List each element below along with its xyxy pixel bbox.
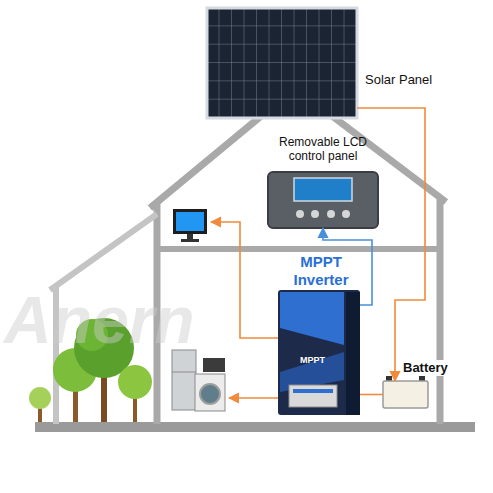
inverter-body <box>278 290 360 415</box>
inverter-terminals <box>289 385 337 407</box>
lcd-button <box>327 210 335 218</box>
inverter-terminal-strip <box>293 389 333 393</box>
ground-bar <box>35 422 475 432</box>
microwave <box>203 358 225 372</box>
monitor-stand <box>187 234 193 239</box>
fridge <box>172 350 196 410</box>
battery-wire <box>360 394 383 396</box>
lcd-button <box>296 210 304 218</box>
lcd-panel-node: Removable LCD control panel <box>268 172 378 228</box>
device-marking: MPPT <box>300 355 325 365</box>
lcd-panel <box>268 172 378 228</box>
lcd-screen <box>294 178 352 201</box>
monitor-screen <box>176 212 204 231</box>
load-wire <box>211 222 278 338</box>
solar-panel-node: Solar Panel <box>207 8 357 118</box>
load-wire <box>229 397 278 399</box>
washing-machine <box>195 374 225 411</box>
battery-body <box>383 381 428 408</box>
house-wall <box>437 197 444 424</box>
washer-door <box>200 384 220 404</box>
watermark: Anern <box>4 282 195 358</box>
inverter-node: MPPT Inverter <box>278 290 360 415</box>
lcd-button <box>311 210 319 218</box>
tree-crown <box>118 365 152 399</box>
monitor-frame <box>173 209 207 234</box>
monitor-base <box>181 239 199 242</box>
node-heading: Removable LCD control panel <box>268 135 378 164</box>
inverter-side <box>346 292 360 415</box>
solar-panel <box>207 8 357 118</box>
house-floor <box>157 246 440 252</box>
fridge-door <box>172 372 196 373</box>
battery-node: Battery <box>383 381 428 408</box>
node-heading: Solar Panel <box>365 72 432 88</box>
power-wire <box>357 108 425 381</box>
node-heading: MPPT Inverter <box>284 253 358 289</box>
lcd-button <box>342 210 350 218</box>
tree-crown <box>29 387 51 409</box>
inverter-panel <box>280 292 344 345</box>
node-heading: Battery <box>401 360 450 376</box>
annex-roof <box>50 214 157 290</box>
